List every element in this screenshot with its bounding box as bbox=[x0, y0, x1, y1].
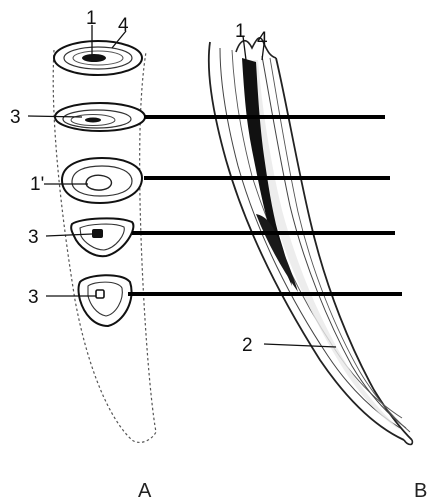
label-b-top-4: 4 bbox=[257, 29, 268, 50]
label-b-top-1: 1 bbox=[235, 21, 246, 42]
section-a-4 bbox=[79, 275, 132, 326]
panel-b-tooth bbox=[209, 36, 413, 445]
tooth-b-outer-left bbox=[209, 42, 404, 440]
label-a-top-4: 4 bbox=[118, 15, 129, 36]
label-a-sec2: 1' bbox=[30, 174, 44, 195]
tooth-b-tip bbox=[404, 440, 412, 445]
label-a-sec4: 3 bbox=[28, 287, 39, 308]
panel-a-label: A bbox=[138, 480, 152, 502]
section-a-2 bbox=[62, 158, 142, 203]
label-a-sec1: 3 bbox=[10, 107, 21, 128]
label-a-top-1: 1 bbox=[86, 8, 97, 29]
section-a-3 bbox=[71, 218, 133, 256]
label-a-sec3: 3 bbox=[28, 227, 39, 248]
panel-b-label: B bbox=[414, 480, 427, 502]
label-b-2: 2 bbox=[242, 335, 253, 356]
pointer-b-2 bbox=[264, 344, 336, 347]
section-a-crown bbox=[54, 41, 142, 75]
